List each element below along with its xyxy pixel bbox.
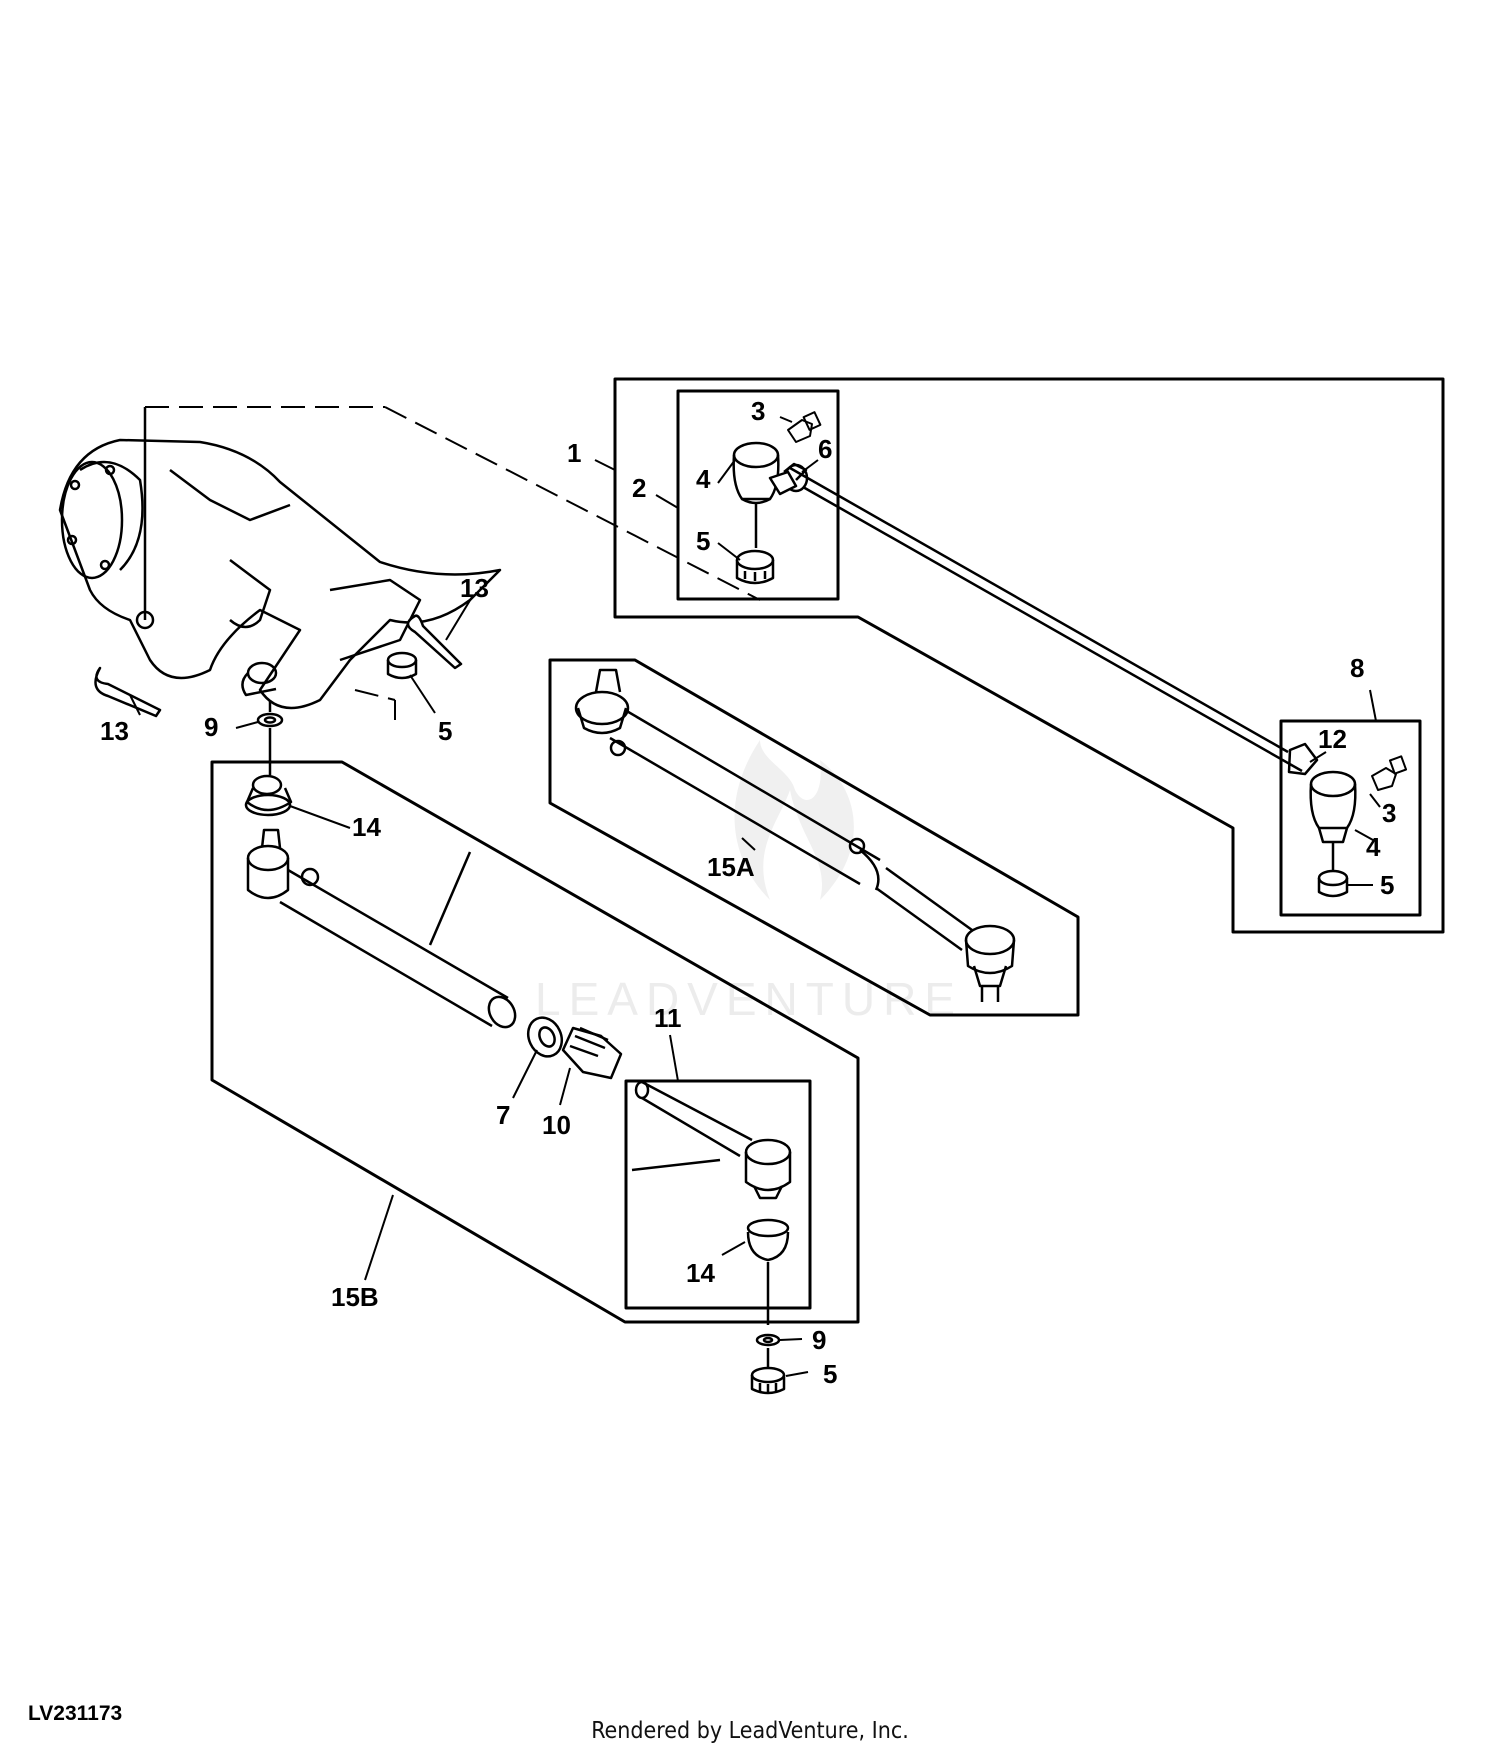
callout-9-axle: 9 xyxy=(204,712,218,742)
watermark-text: LEADVENTURE xyxy=(535,973,963,1025)
callout-3-upper: 3 xyxy=(751,396,765,426)
figure-id: LV231173 xyxy=(28,1702,123,1725)
callout-14-upper: 14 xyxy=(352,812,381,842)
castle-nut-upper xyxy=(735,549,775,585)
washer-lower xyxy=(755,1333,781,1368)
group-15B-outline xyxy=(210,760,860,1324)
cotter-pin-left xyxy=(94,666,162,718)
callout-5-axle: 5 xyxy=(438,716,452,746)
callout-9-lower: 9 xyxy=(812,1325,826,1355)
castle-nut-right xyxy=(1317,869,1349,898)
group-11-outline xyxy=(624,1079,812,1310)
callout-13-right: 13 xyxy=(460,573,489,603)
grease-fitting-right xyxy=(1371,755,1408,791)
callout-4-upper: 4 xyxy=(696,464,711,494)
leader-lines xyxy=(129,416,1381,1377)
callout-3-right: 3 xyxy=(1382,798,1396,828)
callout-5-upper: 5 xyxy=(696,526,710,556)
watermark-flame-icon xyxy=(734,740,854,900)
callout-4-right: 4 xyxy=(1366,832,1381,862)
front-axle-housing xyxy=(58,438,502,710)
piston-rod-11 xyxy=(631,1080,792,1200)
callout-15A: 15A xyxy=(707,852,755,882)
seal-7 xyxy=(526,1016,564,1058)
cotter-pin-right xyxy=(406,614,463,670)
dust-boot-upper xyxy=(244,774,293,817)
callout-14-lower: 14 xyxy=(686,1258,715,1288)
callout-6: 6 xyxy=(818,434,832,464)
group-15A-outline xyxy=(548,658,1080,1017)
callout-11: 11 xyxy=(654,1003,682,1033)
bellows-boot-10 xyxy=(561,1026,623,1080)
dashed-reference-line xyxy=(145,406,761,720)
group-8-outline xyxy=(1279,719,1422,917)
watermark: LEADVENTURE xyxy=(535,740,963,1025)
callout-10: 10 xyxy=(542,1110,571,1140)
castle-nut-axle xyxy=(386,651,418,680)
grease-fitting-upper xyxy=(787,411,822,443)
washer-axle xyxy=(256,700,284,775)
callout-5-lower: 5 xyxy=(823,1359,837,1389)
dust-boot-lower xyxy=(746,1218,790,1325)
callout-labels: 1 2 3 4 5 6 8 12 3 4 5 13 13 9 5 14 15A … xyxy=(100,396,1396,1389)
callout-8: 8 xyxy=(1350,653,1364,683)
ball-joint-upper xyxy=(732,441,808,548)
castle-nut-lower xyxy=(750,1366,786,1395)
group-1-outline xyxy=(613,377,1445,934)
callout-1: 1 xyxy=(567,438,581,468)
cylinder-15A xyxy=(574,668,1016,1002)
callout-15B: 15B xyxy=(331,1282,379,1312)
ball-joint-lower-right xyxy=(1309,770,1357,870)
callout-12: 12 xyxy=(1318,724,1347,754)
callout-2: 2 xyxy=(632,473,646,503)
callout-5-right: 5 xyxy=(1380,870,1394,900)
render-credit: Rendered by LeadVenture, Inc. xyxy=(591,1718,909,1744)
callout-7: 7 xyxy=(496,1100,510,1130)
cylinder-15B xyxy=(246,828,517,1029)
callout-13-left: 13 xyxy=(100,716,129,746)
